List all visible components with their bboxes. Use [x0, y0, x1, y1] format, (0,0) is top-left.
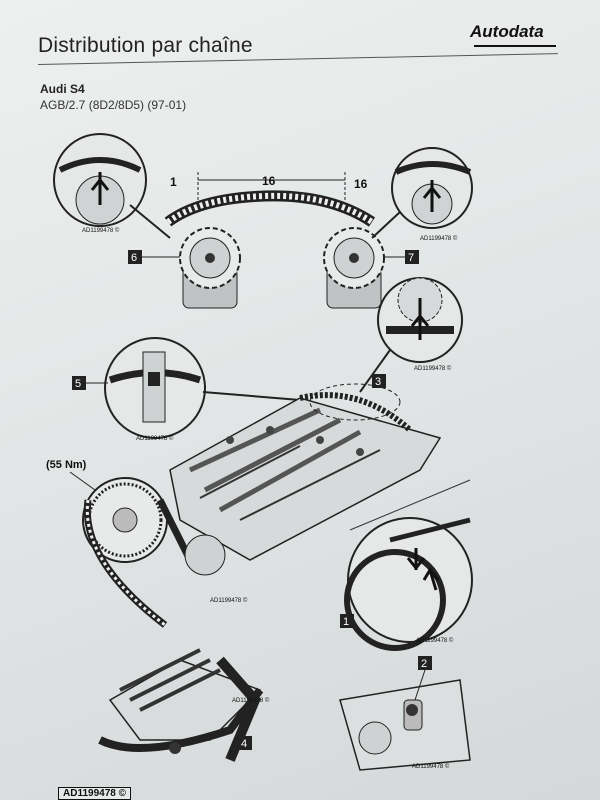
right-camshaft-sprocket	[323, 227, 385, 309]
figure-code-2: AD1199478 ©	[420, 235, 458, 242]
callout-7: 7	[408, 252, 414, 264]
detail-circle-top-left	[53, 133, 171, 239]
left-camshaft-sprocket	[179, 227, 241, 309]
callout-6-box	[128, 250, 142, 264]
callout-4-box	[238, 736, 252, 750]
detail-circle-top-right	[371, 147, 473, 239]
cylinder-head	[169, 383, 442, 561]
callout-7-box	[405, 250, 419, 264]
callout-3: 3	[375, 376, 381, 388]
torque-value: (55 Nm)	[46, 459, 87, 471]
callout-chain-16: 16	[354, 177, 368, 191]
callout-5-box	[72, 376, 86, 390]
callout-2: 2	[421, 658, 427, 670]
detail-circle-tensioner	[104, 337, 301, 439]
callout-chain-span: 16	[262, 174, 276, 188]
page-title: Distribution par chaîne	[38, 34, 253, 57]
figure-code-5: AD1199478 ©	[210, 597, 248, 604]
brand-logo: Autodata	[470, 22, 544, 41]
figure-code-7: AD1199478 ©	[232, 697, 270, 704]
callout-2-box	[418, 656, 432, 670]
callout-chain-1: 1	[170, 175, 177, 189]
figure-code-6: AD1199478 ©	[416, 637, 454, 644]
figure-code-4: AD1199478 ©	[136, 435, 174, 442]
footer-figure-code: AD1199478 ©	[58, 787, 131, 800]
callout-1-box	[340, 614, 354, 628]
vehicle-model: Audi S4	[40, 82, 85, 96]
callout-4: 4	[241, 738, 247, 750]
detail-circle-crank	[344, 479, 473, 651]
callout-6: 6	[131, 252, 137, 264]
camshaft-pulley	[82, 477, 226, 628]
figure-code-8: AD1199478 ©	[412, 763, 450, 770]
ignition-coil-detail	[98, 648, 264, 762]
callout-3-box	[372, 374, 386, 388]
callout-5: 5	[75, 378, 81, 390]
timing-chain-upper	[164, 190, 376, 227]
bolt-detail	[339, 679, 471, 771]
callout-1: 1	[343, 616, 349, 628]
detail-circle-mid-right	[359, 277, 463, 393]
brand-underline	[474, 45, 556, 47]
engine-code: AGB/2.7 (8D2/8D5) (97-01)	[40, 98, 187, 112]
figure-code-1: AD1199478 ©	[82, 227, 120, 234]
figure-code-3: AD1199478 ©	[414, 365, 452, 372]
